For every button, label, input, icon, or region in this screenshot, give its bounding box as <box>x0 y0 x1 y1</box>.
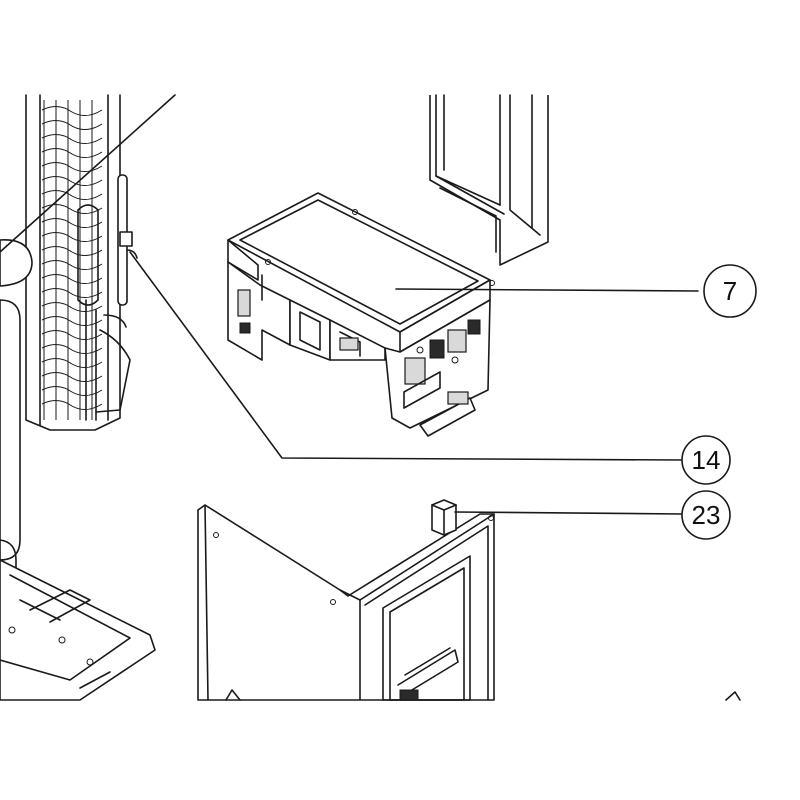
heat-exchanger-coil <box>25 94 131 431</box>
base-pan <box>0 559 156 701</box>
control-box <box>227 192 495 437</box>
callout-23: 23 <box>681 490 731 540</box>
callout-label: 23 <box>692 500 721 530</box>
cabinet <box>197 504 741 701</box>
compressor <box>0 239 33 593</box>
callout-14: 14 <box>681 435 731 485</box>
side-panel <box>429 94 549 266</box>
callout-label: 7 <box>723 276 737 306</box>
leader-lines <box>0 94 699 515</box>
sensor-tube <box>117 174 138 306</box>
callout-7: 7 <box>703 264 757 318</box>
small-block-part <box>431 499 457 536</box>
callout-label: 14 <box>692 445 721 475</box>
